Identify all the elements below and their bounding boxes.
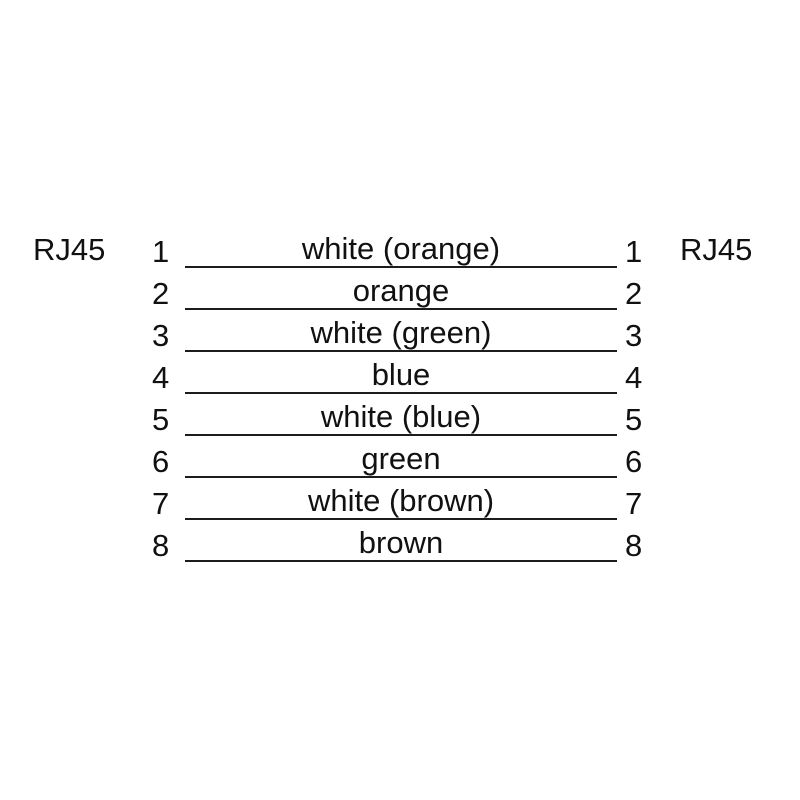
wire-label: white (orange) bbox=[301, 231, 501, 266]
wire-line bbox=[185, 434, 617, 436]
wire-row: 5 white (blue) 5 bbox=[0, 393, 800, 437]
pin-number-right: 4 bbox=[625, 360, 643, 395]
connector-left-label: RJ45 bbox=[33, 232, 106, 267]
pin-number-right: 8 bbox=[625, 528, 643, 563]
connector-right-label: RJ45 bbox=[680, 232, 753, 267]
pin-number-left: 5 bbox=[152, 402, 170, 437]
pin-number-left: 1 bbox=[152, 234, 170, 269]
wire-row: 7 white (brown) 7 bbox=[0, 477, 800, 521]
wire-line bbox=[185, 518, 617, 520]
pin-number-left: 2 bbox=[152, 276, 170, 311]
wire-label: green bbox=[361, 441, 441, 476]
pin-number-right: 6 bbox=[625, 444, 643, 479]
wire-label: blue bbox=[371, 357, 431, 392]
wire-line bbox=[185, 560, 617, 562]
wire-line bbox=[185, 350, 617, 352]
wire-row: 6 green 6 bbox=[0, 435, 800, 479]
wire-row: 2 orange 2 bbox=[0, 267, 800, 311]
wire-row: 4 blue 4 bbox=[0, 351, 800, 395]
pin-number-right: 3 bbox=[625, 318, 643, 353]
wire-line bbox=[185, 476, 617, 478]
wire-label: white (brown) bbox=[307, 483, 495, 518]
pin-number-right: 2 bbox=[625, 276, 643, 311]
wire-row: 1 white (orange) 1 bbox=[0, 225, 800, 269]
wire-label: orange bbox=[352, 273, 450, 308]
wire-row: 3 white (green) 3 bbox=[0, 309, 800, 353]
wire-line bbox=[185, 392, 617, 394]
wire-row: 8 brown 8 bbox=[0, 519, 800, 563]
pin-number-left: 7 bbox=[152, 486, 170, 521]
wire-label: brown bbox=[358, 525, 444, 560]
pin-number-right: 5 bbox=[625, 402, 643, 437]
pin-number-right: 1 bbox=[625, 234, 643, 269]
pin-number-left: 4 bbox=[152, 360, 170, 395]
pin-number-left: 8 bbox=[152, 528, 170, 563]
wire-line bbox=[185, 266, 617, 268]
wire-line bbox=[185, 308, 617, 310]
wire-label: white (blue) bbox=[320, 399, 482, 434]
pin-number-left: 6 bbox=[152, 444, 170, 479]
pin-number-left: 3 bbox=[152, 318, 170, 353]
pin-number-right: 7 bbox=[625, 486, 643, 521]
wire-label: white (green) bbox=[310, 315, 492, 350]
